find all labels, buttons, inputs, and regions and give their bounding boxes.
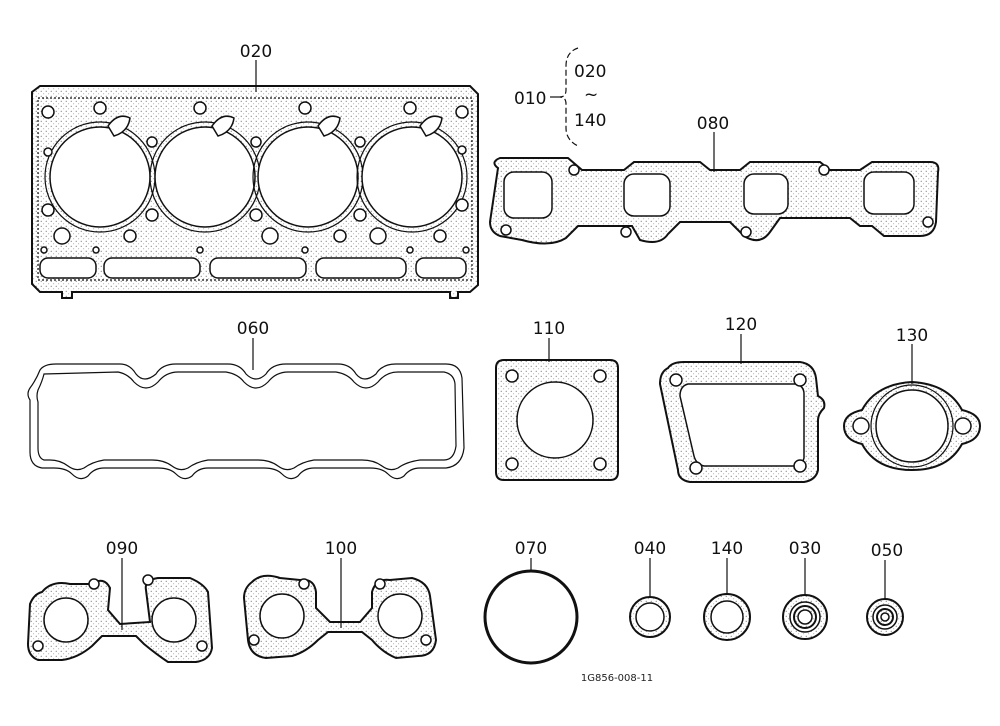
label-110: 110 xyxy=(533,319,565,339)
intake-gasket-a xyxy=(26,574,214,663)
label-range-end: 140 xyxy=(574,111,606,131)
label-080: 080 xyxy=(697,114,729,134)
kit-range-bracket: 010 020 ~ 140 xyxy=(514,47,606,147)
label-100: 100 xyxy=(325,539,357,559)
label-120: 120 xyxy=(725,315,757,335)
washer-140 xyxy=(703,593,751,641)
washer-040 xyxy=(629,596,671,638)
label-040: 040 xyxy=(634,539,666,559)
label-range-tilde: ~ xyxy=(584,85,598,105)
label-140: 140 xyxy=(711,539,743,559)
rocker-cover-gasket xyxy=(27,363,465,480)
intake-gasket-b xyxy=(242,574,438,660)
label-090: 090 xyxy=(106,539,138,559)
trapezoid-gasket xyxy=(658,361,826,483)
label-070: 070 xyxy=(515,539,547,559)
label-010: 010 xyxy=(514,89,546,109)
o-ring xyxy=(483,569,579,665)
square-flange-gasket xyxy=(495,359,619,481)
drawing-number: 1G856-008-11 xyxy=(581,673,653,684)
label-030: 030 xyxy=(789,539,821,559)
label-range-start: 020 xyxy=(574,62,606,82)
oval-flange-gasket xyxy=(842,380,982,472)
label-020: 020 xyxy=(240,42,272,62)
label-060: 060 xyxy=(237,319,269,339)
label-130: 130 xyxy=(896,326,928,346)
label-050: 050 xyxy=(871,541,903,561)
exhaust-manifold-gasket xyxy=(488,157,940,245)
seal-ring-050 xyxy=(866,598,904,636)
seal-ring-030 xyxy=(782,594,828,640)
cylinder-head-gasket xyxy=(31,85,479,299)
